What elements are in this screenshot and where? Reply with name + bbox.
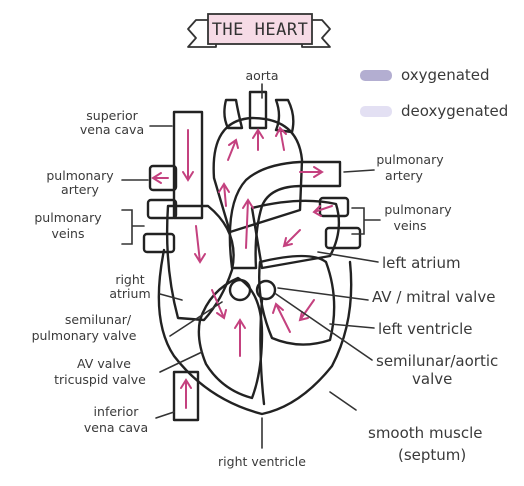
label-left-ventricle: left ventricle xyxy=(378,320,473,338)
label-right-ventricle: right ventricle xyxy=(218,454,306,469)
label-aortic-valve-1: semilunar/aortic xyxy=(376,352,498,370)
label-pv-right-2: veins xyxy=(394,218,427,233)
right-ventricle xyxy=(199,278,262,398)
label-aorta: aorta xyxy=(245,68,278,83)
legend: oxygenated deoxygenated xyxy=(360,66,508,120)
label-svc-2: vena cava xyxy=(80,122,144,137)
label-svc-1: superior xyxy=(86,108,138,123)
title-banner: THE HEART xyxy=(188,14,330,47)
pulmonary-vein-right-2 xyxy=(326,228,360,248)
label-septum: (septum) xyxy=(398,446,466,464)
label-smooth-muscle: smooth muscle xyxy=(368,424,483,442)
label-av-2: tricuspid valve xyxy=(54,372,146,387)
label-sv-1: semilunar/ xyxy=(65,312,132,327)
label-sv-2: pulmonary valve xyxy=(32,328,137,343)
pulmonary-vein-left-1 xyxy=(148,200,176,218)
label-pv-left-2: veins xyxy=(52,226,85,241)
label-av-1: AV valve xyxy=(77,356,131,371)
label-ivc-2: vena cava xyxy=(84,420,148,435)
label-pa-left-2: artery xyxy=(61,182,100,197)
label-ivc-1: inferior xyxy=(94,404,140,419)
label-pv-right-1: pulmonary xyxy=(384,202,452,217)
legend-swatch-oxygenated xyxy=(360,70,392,81)
label-ra-1: right xyxy=(115,272,144,287)
pulmonary-vein-left-2 xyxy=(144,234,174,252)
label-pv-left-1: pulmonary xyxy=(34,210,102,225)
label-left-atrium: left atrium xyxy=(382,254,461,272)
heart xyxy=(144,92,360,420)
legend-label-oxygenated: oxygenated xyxy=(401,66,490,84)
left-ventricle xyxy=(259,256,334,345)
semilunar-pulmonary-valve xyxy=(230,280,250,300)
legend-swatch-deoxygenated xyxy=(360,106,392,117)
title-text: THE HEART xyxy=(212,20,309,40)
label-ra-2: atrium xyxy=(109,286,150,301)
label-pa-right-2: artery xyxy=(385,168,424,183)
label-pa-left-1: pulmonary xyxy=(46,168,114,183)
label-mitral-valve: AV / mitral valve xyxy=(372,288,495,306)
aorta-branch xyxy=(250,92,266,128)
label-aortic-valve-2: valve xyxy=(412,370,452,388)
pulmonary-vein-right-1 xyxy=(320,198,348,216)
label-pa-right-1: pulmonary xyxy=(376,152,444,167)
legend-label-deoxygenated: deoxygenated xyxy=(401,102,508,120)
